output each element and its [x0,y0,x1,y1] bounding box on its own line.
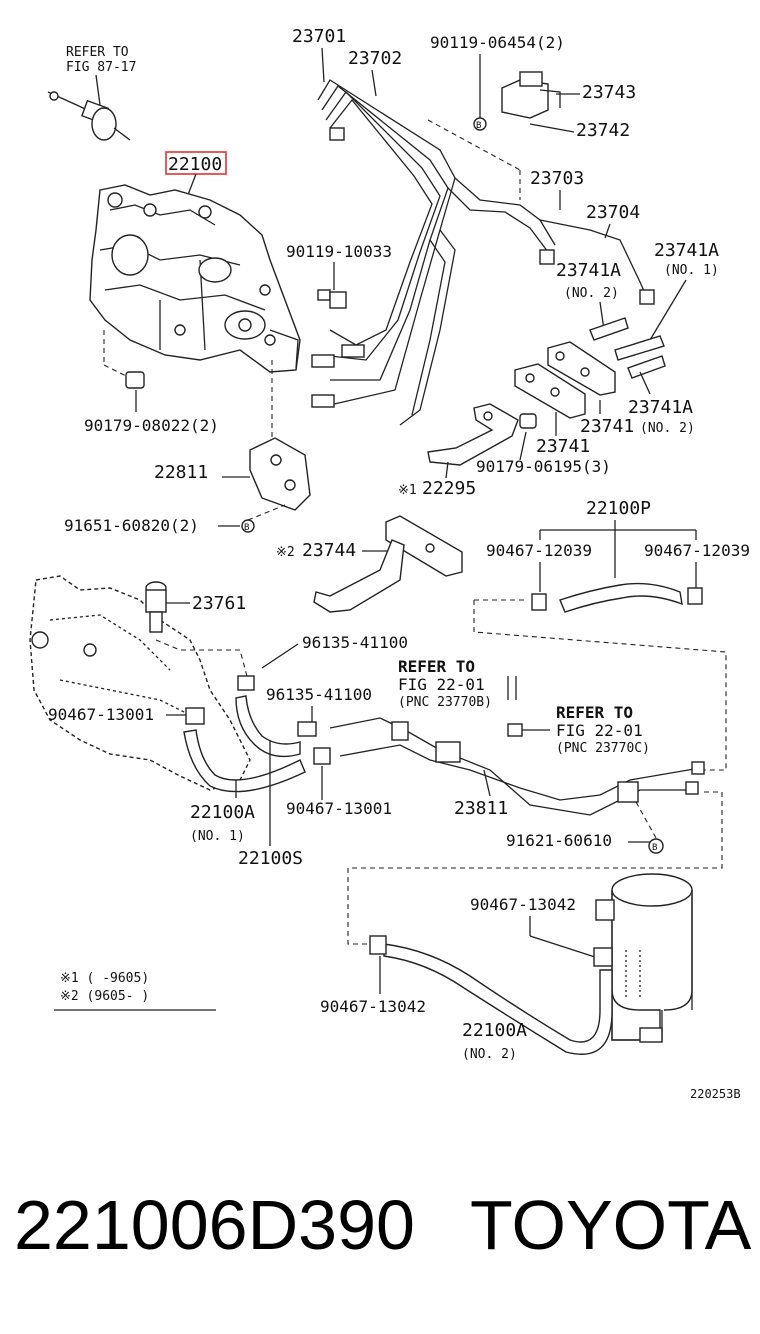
bolt-marker-b2: B [476,121,481,131]
label-23703[interactable]: 23703 [530,168,584,189]
label-23743[interactable]: 23743 [582,82,636,103]
label-22100s[interactable]: 22100S [238,848,303,869]
label-90467-12039-left[interactable]: 90467-12039 [486,541,592,560]
label-23811[interactable]: 23811 [454,798,508,819]
label-no2-a: (NO. 2) [564,286,619,301]
refer-mid1-line1: REFER TO [398,657,475,676]
figure-id: 220253B [690,1087,741,1101]
label-91621-60610[interactable]: 91621-60610 [506,831,612,850]
highlighted-part-number[interactable]: 22100 [168,154,222,175]
clamp-90467-13042-bottom-drawing [369,935,387,955]
label-23742[interactable]: 23742 [576,120,630,141]
clamp-90467-13001-left-drawing [185,707,205,725]
note-2: ※2 (9605- ) [60,989,149,1004]
clip-96135-mid-drawing [297,721,317,737]
label-no2-b: (NO. 2) [640,421,695,436]
hose-22100a-no1-drawing [183,729,306,793]
label-96135-41100-mid[interactable]: 96135-41100 [266,685,372,704]
sensor-part-drawing [47,91,131,141]
brand-name: TOYOTA [470,1186,752,1264]
injection-pump-drawing [89,184,301,373]
note1-mark-22295: ※1 [398,483,417,498]
label-no1-b: (NO. 1) [190,829,245,844]
note2-mark-23744: ※2 [276,545,295,560]
label-90467-13001-left[interactable]: 90467-13001 [48,705,154,724]
nut-90179-06195-drawing [519,413,537,429]
label-23741a-no2-bottom[interactable]: 23741A [628,397,693,418]
exploded-view-drawing: REFER TO FIG 87-17 22100 90179-08022(2) [29,26,750,1101]
label-no2-c: (NO. 2) [462,1047,517,1062]
bracket-22295-drawing [427,403,519,466]
note-1: ※1 ( -9605) [60,971,149,986]
label-91651-60820[interactable]: 91651-60820(2) [64,516,199,535]
refer-mid1-line2: FIG 22-01 [398,675,485,694]
hose-22100a-no2-drawing [383,943,613,1055]
clamp-90467-13042-top-drawing [593,947,613,967]
label-23744[interactable]: 23744 [302,540,356,561]
bracket-23744-drawing [313,515,463,613]
connector-ref-drawing [507,723,550,737]
label-23741a-no2-top[interactable]: 23741A [556,260,621,281]
nut-drawing [125,371,145,389]
label-23741-left[interactable]: 23741 [536,436,590,457]
label-90119-10033[interactable]: 90119-10033 [286,242,392,261]
refer-top-line1: REFER TO [66,45,129,60]
label-90467-12039-right[interactable]: 90467-12039 [644,541,750,560]
bracket-22811-drawing [249,437,311,511]
label-90119-06454[interactable]: 90119-06454(2) [430,33,565,52]
label-23761[interactable]: 23761 [192,593,246,614]
refer-mid1-line3: (PNC 23770B) [398,695,492,710]
refer-mid2-line2: FIG 22-01 [556,721,643,740]
label-23704[interactable]: 23704 [586,202,640,223]
product-footer: 221006D390 TOYOTA [0,1185,760,1285]
clamp-90467-13001-right-drawing [313,747,331,765]
injection-pipes-drawing [311,79,655,426]
refer-mid2-line1: REFER TO [556,703,633,722]
bolt-marker-b1: B [244,523,249,533]
label-no1-a: (NO. 1) [664,263,719,278]
label-23741-right[interactable]: 23741 [580,416,634,437]
clamp-23741-drawing [514,341,616,419]
label-22100a-no1[interactable]: 22100A [190,802,255,823]
label-22295[interactable]: 22295 [422,478,476,499]
label-22811[interactable]: 22811 [154,462,208,483]
clip-96135-top-drawing [237,675,255,691]
label-23741a-no1[interactable]: 23741A [654,240,719,261]
bolt-marker-b3: B [652,843,657,853]
label-90467-13042-bottom[interactable]: 90467-13042 [320,997,426,1016]
hose-22100s-drawing [235,695,301,758]
clamp-23743-drawing [501,71,561,119]
label-90179-08022[interactable]: 90179-08022(2) [84,416,219,435]
label-90467-13042-top[interactable]: 90467-13042 [470,895,576,914]
label-22100a-no2[interactable]: 22100A [462,1020,527,1041]
label-96135-41100-top[interactable]: 96135-41100 [302,633,408,652]
fuel-pipe-23811-drawing [329,717,705,816]
studs-drawing [589,317,666,379]
label-90467-13001-right[interactable]: 90467-13001 [286,799,392,818]
label-23701[interactable]: 23701 [292,26,346,47]
part-number-title: 221006D390 [14,1186,415,1264]
refer-top-line2: FIG 87-17 [66,60,136,75]
hose-22100p-drawing [531,582,703,613]
refer-mid2-line3: (PNC 23770C) [556,741,650,756]
fitting-23761-drawing [145,581,167,633]
label-22100p[interactable]: 22100P [586,498,651,519]
bolt-90119-10033-drawing [317,289,347,309]
label-23702[interactable]: 23702 [348,48,402,69]
label-90179-06195[interactable]: 90179-06195(3) [476,457,611,476]
